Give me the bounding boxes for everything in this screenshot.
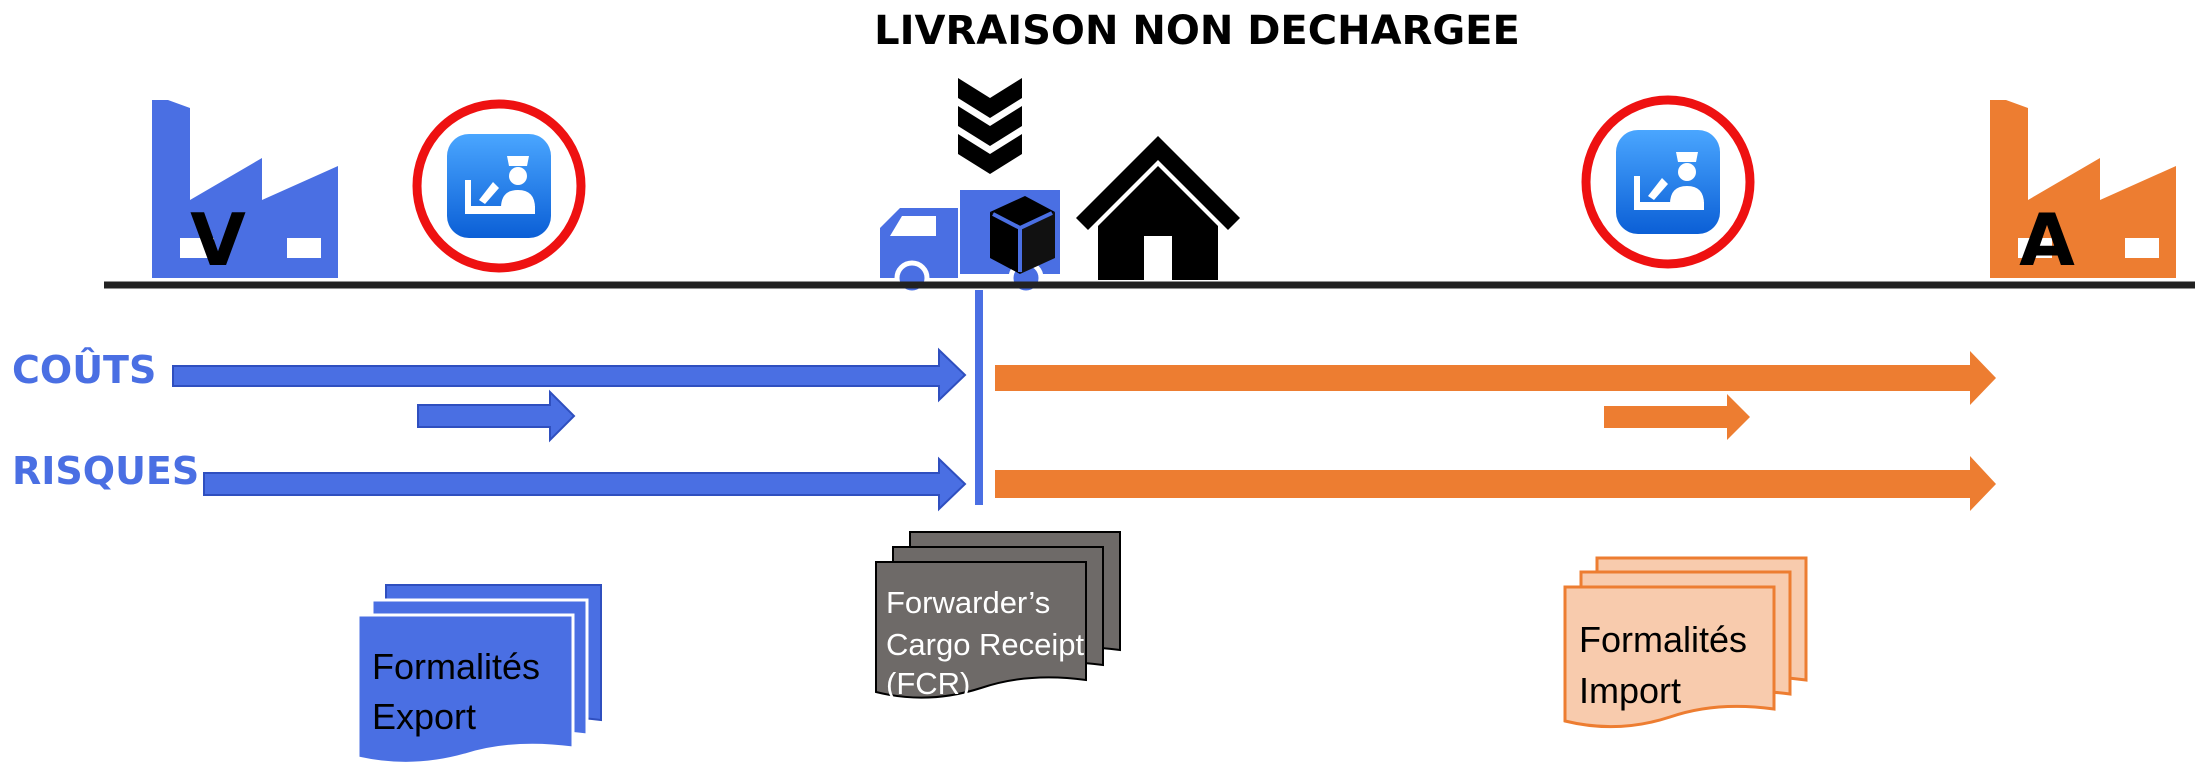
fcr-doc-line1: Forwarder’s [886, 585, 1050, 620]
export-doc-line2: Export [372, 696, 476, 737]
costs-label: COÛTS [12, 348, 156, 392]
buyer-risks-arrow [995, 456, 1996, 511]
fcr-doc-line3: (FCR) [886, 666, 970, 701]
export-customs-icon [412, 99, 586, 273]
import-doc-line2: Import [1579, 670, 1681, 711]
seller-risks-arrow [203, 456, 967, 512]
house-icon [1076, 136, 1240, 280]
buyer-costs-arrow [995, 351, 1996, 405]
fcr-document-stack: Forwarder’s Cargo Receipt (FCR) [875, 531, 1121, 701]
import-customs-icon [1581, 95, 1755, 269]
buyer-factory-icon [1990, 100, 2176, 278]
fcr-doc-line2: Cargo Receipt [886, 627, 1085, 662]
export-doc-line1: Formalités [372, 646, 540, 687]
import-doc-line1: Formalités [1579, 619, 1747, 660]
buyer-letter: A [2019, 198, 2075, 282]
seller-letter: V [190, 198, 246, 282]
export-formalities-cost-arrow [417, 389, 576, 443]
diagram-title: LIVRAISON NON DECHARGEE [874, 8, 1520, 54]
triple-chevron-down-icon [958, 78, 1022, 174]
risks-label: RISQUES [12, 449, 199, 493]
seller-costs-arrow [172, 347, 967, 403]
import-formalities-cost-arrow [1604, 394, 1750, 440]
delivery-truck-icon [880, 190, 1060, 296]
export-document-stack: Formalités Export [356, 584, 602, 765]
seller-factory-icon [152, 100, 338, 278]
import-document-stack: Formalités Import [1563, 556, 1808, 729]
